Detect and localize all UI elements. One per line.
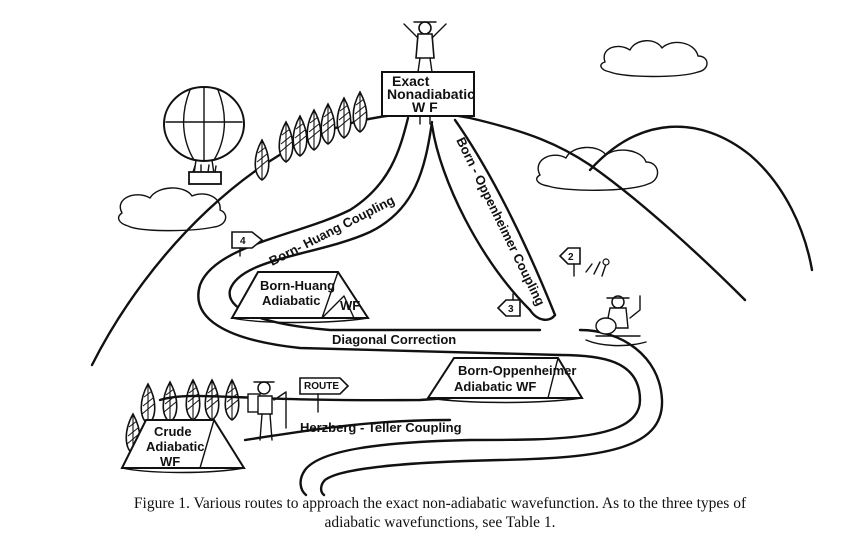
road-label-herzberg-teller-coupling: Herzberg - Teller Coupling [300, 420, 462, 435]
route-sign-label: ROUTE [304, 381, 339, 392]
sign-3-label: 3 [508, 304, 514, 315]
summit-sign-post [419, 115, 431, 125]
summit-label-line3: W F [412, 99, 438, 115]
road-network [158, 116, 664, 497]
sitting-hiker [585, 295, 647, 347]
tent-crude-line1: Crude [154, 424, 192, 439]
tent-born-huang-line3: WF [340, 298, 360, 313]
tent-born-oppenheimer [426, 357, 584, 404]
cloud-middle-right [536, 146, 659, 191]
right-hill-outline [588, 125, 814, 272]
tree-row-hill [254, 91, 368, 181]
tent-born-huang [230, 271, 370, 324]
summit-label-line1: Exact [392, 73, 430, 89]
summit-figure [403, 21, 447, 73]
sign-2: 2 [558, 247, 610, 277]
cloud-left [117, 187, 227, 232]
sign-4-label: 4 [240, 236, 246, 247]
hiker-with-backpack [247, 381, 287, 441]
figure-caption: Figure 1. Various routes to approach the… [40, 494, 840, 532]
tent-crude-line2: Adiabatic [146, 439, 205, 454]
sign-2-label: 2 [568, 252, 574, 263]
road-label-born-huang-coupling: Born- Huang Coupling [267, 192, 397, 268]
summit-label-line2: Nonadiabatic [387, 86, 475, 102]
caption-line1: Figure 1. Various routes to approach the… [133, 495, 747, 512]
tent-born-oppenheimer-line1: Born-Oppenheimer [458, 363, 576, 378]
tent-born-huang-line2: Adiabatic [262, 293, 321, 308]
tent-crude-line3: WF [160, 454, 180, 469]
tent-born-oppenheimer-line2: Adiabatic WF [454, 379, 536, 394]
road-label-diagonal-correction: Diagonal Correction [332, 332, 456, 347]
route-sign: ROUTE [299, 377, 350, 413]
cloud-top-right [600, 40, 708, 78]
summit-sign [381, 71, 475, 117]
tent-crude [120, 419, 246, 474]
hot-air-balloon [163, 86, 245, 185]
sign-4: 4 [231, 231, 264, 257]
tent-born-huang-line1: Born-Huang [260, 278, 335, 293]
caption-line2: adiabatic wavefunctions, see Table 1. [324, 514, 556, 531]
sign-3: 3 [496, 293, 521, 317]
